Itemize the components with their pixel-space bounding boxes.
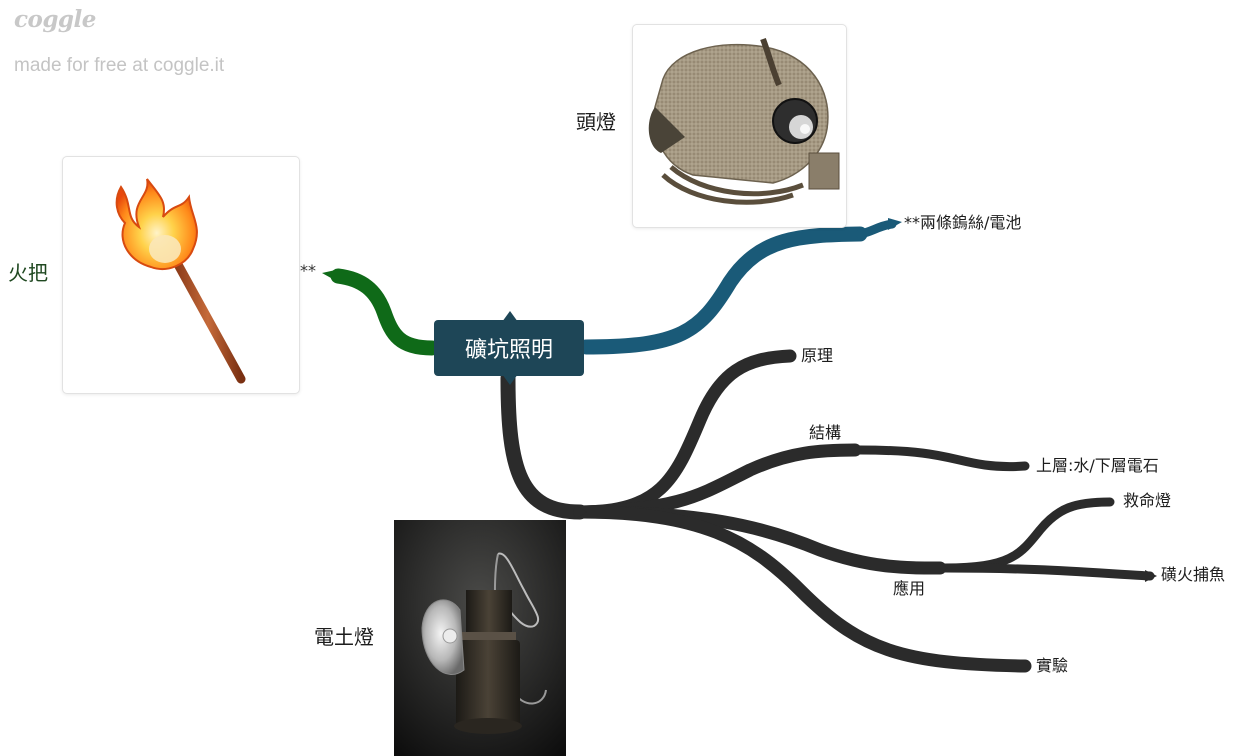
branch-principle[interactable]: [573, 349, 797, 519]
torch-prefix: **: [300, 261, 316, 280]
carbide-lamp-icon: [394, 520, 566, 756]
node-app-rescue[interactable]: 救命燈: [1123, 491, 1172, 510]
headlamp-label[interactable]: 頭燈: [576, 110, 616, 134]
node-structure[interactable]: 結構: [809, 423, 842, 442]
miner-helmet-icon: [648, 37, 840, 205]
node-principle[interactable]: 原理: [801, 346, 834, 365]
branch-headlamp-tip: [888, 218, 902, 230]
branch-fishing[interactable]: [940, 563, 1155, 581]
torch-label[interactable]: 火把: [8, 261, 48, 285]
central-bottom-notch: [502, 374, 518, 385]
headlamp-image-card[interactable]: [632, 24, 847, 228]
node-marker-structure: [852, 444, 862, 456]
branch-headlamp-tail[interactable]: [855, 219, 897, 239]
node-app-fishing[interactable]: 磺火捕魚: [1161, 565, 1226, 584]
branch-torch[interactable]: [330, 268, 440, 356]
carbide-image-card[interactable]: [394, 520, 566, 756]
coggle-tagline[interactable]: made for free at coggle.it: [14, 55, 225, 76]
torch-image-card[interactable]: [62, 156, 300, 394]
node-marker-fishing: [1145, 570, 1157, 582]
branch-structure-detail[interactable]: [855, 445, 1030, 472]
coggle-logo: coggle: [14, 6, 96, 33]
central-node[interactable]: 礦坑照明: [434, 320, 584, 376]
branch-headlamp[interactable]: [578, 226, 868, 355]
torch-icon: [115, 178, 246, 384]
node-structure-detail[interactable]: 上層:水/下層電石: [1036, 456, 1159, 475]
node-experiment[interactable]: 實驗: [1036, 656, 1069, 675]
branch-experiment[interactable]: [573, 505, 1032, 673]
central-node-label: 礦坑照明: [464, 338, 553, 363]
central-top-notch: [502, 311, 518, 322]
branch-rescue[interactable]: [940, 497, 1115, 573]
carbide-label[interactable]: 電土燈: [314, 625, 374, 649]
branch-torch-tip: [322, 269, 340, 283]
branch-carbide-trunk[interactable]: [500, 370, 588, 520]
node-marker-application: [938, 562, 948, 574]
headlamp-sub-label[interactable]: **兩條鎢絲/電池: [904, 213, 1022, 232]
node-marker-junction: [575, 505, 587, 519]
node-application[interactable]: 應用: [893, 579, 926, 598]
